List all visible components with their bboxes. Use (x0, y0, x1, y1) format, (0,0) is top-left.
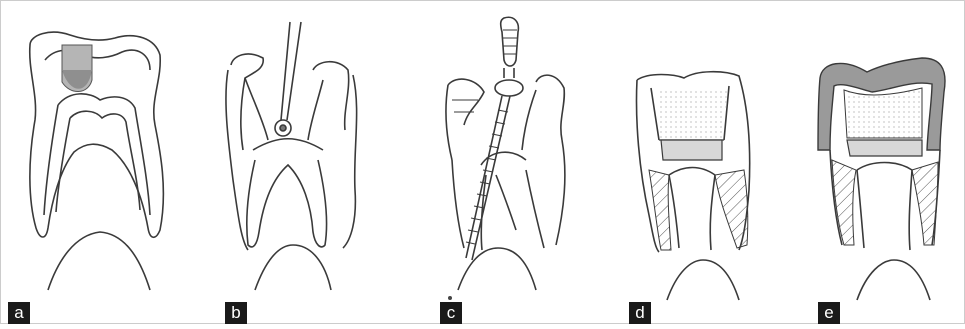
tooth-d-drawing (579, 0, 772, 324)
panel-a: a (0, 0, 193, 324)
tooth-b-drawing (193, 0, 386, 324)
panel-d: d (579, 0, 772, 324)
tooth-e-drawing (772, 0, 965, 324)
panel-c: c (386, 0, 579, 324)
panel-label-b: b (225, 302, 247, 324)
panel-label-c: c (440, 302, 462, 324)
tooth-a-drawing (0, 0, 193, 324)
panel-label-d: d (629, 302, 651, 324)
panel-label-a: a (8, 302, 30, 324)
tooth-c-drawing (386, 0, 579, 324)
panel-b: b (193, 0, 386, 324)
panel-label-e: e (818, 302, 840, 324)
panel-e: e (772, 0, 965, 324)
